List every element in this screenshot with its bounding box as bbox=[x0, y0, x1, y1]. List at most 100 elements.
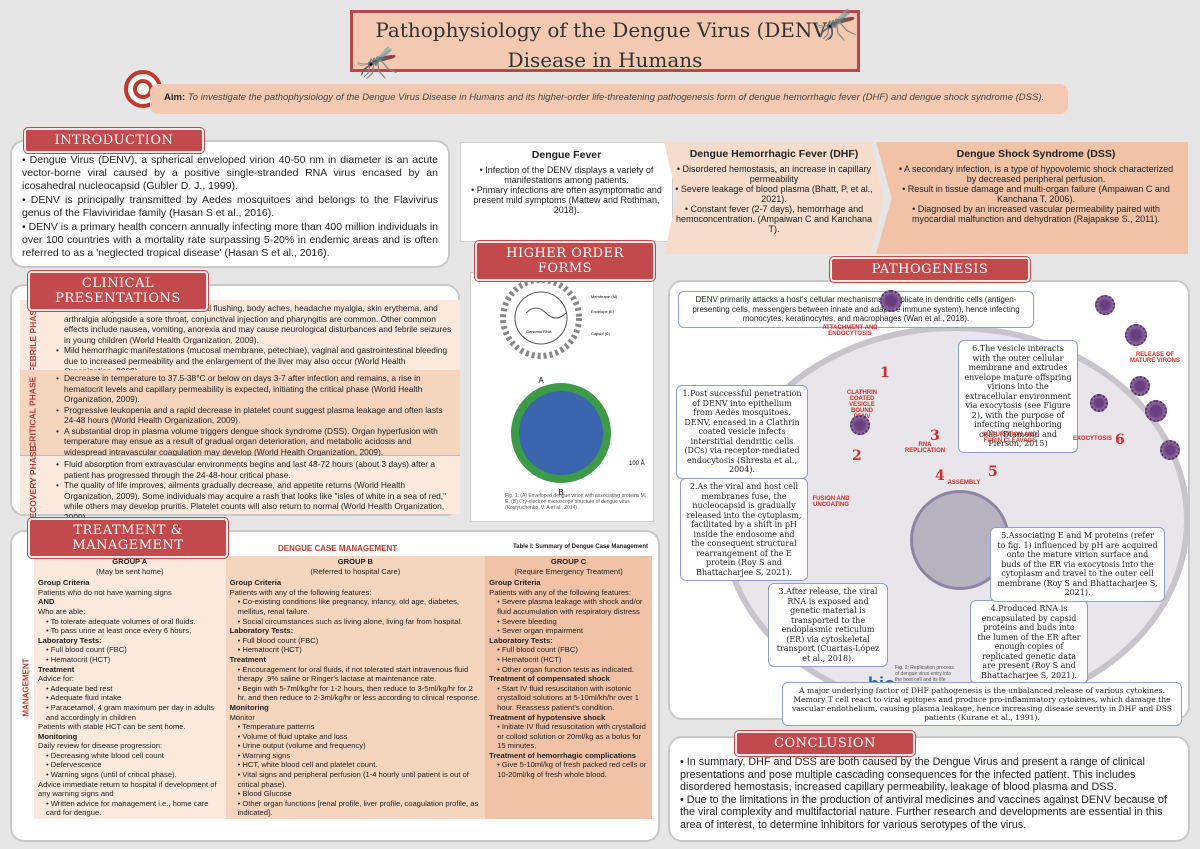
management-line: Treatment bbox=[229, 654, 266, 664]
fever-item: • Infection of the DENV displays a varie… bbox=[479, 165, 654, 185]
management-line: • Hematocrit (HCT) bbox=[46, 654, 111, 664]
management-line: • Warning signs bbox=[237, 750, 291, 760]
pathogenesis-intro: DENV primarily attacks a host's cellular… bbox=[678, 291, 1034, 328]
intro-bullet: • DENV is principally transmitted by Aed… bbox=[22, 194, 439, 219]
management-line: Patients with any of the following featu… bbox=[489, 587, 631, 597]
step-4-box: 4.Produced RNA is encapsulated by capsid… bbox=[970, 600, 1088, 684]
svg-text:Capsid (C): Capsid (C) bbox=[591, 331, 611, 336]
management-line: • Sever organ impairment bbox=[497, 626, 583, 636]
management-line: Advice immediate return to hospital if d… bbox=[38, 779, 217, 799]
aim-text: To investigate the pathophysiology of th… bbox=[187, 92, 1045, 103]
conclusion-bullet: • In summary, DHF and DSS are both cause… bbox=[680, 756, 1145, 793]
pathogenesis-header: PATHOGENESIS bbox=[830, 257, 1030, 282]
management-line: Laboratory Tests: bbox=[229, 626, 294, 636]
introduction-header: INTRODUCTION bbox=[24, 128, 204, 153]
mosquito-icon: 🦟 bbox=[356, 43, 399, 81]
virus-figure: Membrane (M) Envelope (E) Genomic RNA Ca… bbox=[470, 272, 654, 522]
management-line: • Warning signs (until of critical phase… bbox=[46, 770, 177, 780]
management-line: Monitor bbox=[229, 712, 255, 722]
phase-item: The quality of life improves, ailments g… bbox=[56, 480, 456, 522]
phase-label: FEBRILE PHASE bbox=[27, 304, 38, 373]
management-line: Treatment of hypotensive shock bbox=[489, 712, 606, 722]
management-line: Patients with any of the following featu… bbox=[229, 587, 372, 597]
management-line: Who are able: bbox=[38, 606, 86, 616]
management-line: • Adequate bed rest bbox=[46, 683, 113, 693]
phase-label: RECOVERY PHASE bbox=[27, 445, 38, 525]
step-5-box: 5.Associating E and M proteins (refer to… bbox=[990, 527, 1165, 602]
management-line: Monitoring bbox=[229, 702, 269, 712]
figure1-caption: Fig. 1: (A) Enveloped dengue virion with… bbox=[505, 493, 647, 511]
management-line: Advice for: bbox=[38, 674, 74, 684]
svg-text:B: B bbox=[558, 488, 563, 497]
virion bbox=[1130, 376, 1150, 396]
management-line: Group Criteria bbox=[38, 578, 90, 588]
intro-bullet: • DENV is a primary health concern annua… bbox=[22, 221, 438, 259]
dhf-item: • Severe leakage of blood plasma (Bhatt,… bbox=[675, 184, 873, 204]
label-attachment: ATTACHMENT AND ENDOCYTOSIS bbox=[822, 325, 878, 337]
management-line: • To pass urine at least once every 6 ho… bbox=[46, 626, 192, 636]
management-side: MANAGEMENT bbox=[18, 556, 34, 819]
management-line: • Vital signs and peripheral perfusion (… bbox=[237, 770, 469, 789]
management-line: • Full blood count (FBC) bbox=[46, 645, 127, 655]
management-line: • Blood Glucose bbox=[237, 789, 292, 799]
management-line: • Start IV fluid resuscitation with isot… bbox=[497, 683, 639, 712]
phase-item: Fluid absorption from extravascular envi… bbox=[56, 459, 456, 480]
phase-item: Decrease in temperature to 37.5-38°C or … bbox=[56, 373, 456, 405]
label-rna: RNA REPLICATION bbox=[904, 442, 946, 454]
management-line: • HCT, white blood cell and platelet cou… bbox=[237, 760, 378, 770]
phase-item: A substantial drop in plasma volume trig… bbox=[56, 426, 456, 458]
virion bbox=[1095, 295, 1115, 315]
management-table: MANAGEMENT GROUP A(May be sent home) GRO… bbox=[18, 556, 652, 820]
dss-box: Dengue Shock Syndrome (DSS) • A secondar… bbox=[876, 142, 1188, 254]
management-line: • Hematocrit (HCT) bbox=[237, 645, 302, 655]
title-line-2: Disease in Humans bbox=[507, 48, 703, 72]
management-line: • Other organ function tests as indicate… bbox=[497, 664, 635, 674]
management-line: Laboratory Tests: bbox=[38, 635, 102, 645]
higher-order-header: HIGHER ORDER FORMS bbox=[475, 241, 655, 281]
management-line: Treatment of compensated shock bbox=[489, 674, 610, 684]
step-number-2: 2 bbox=[852, 448, 862, 464]
management-line: • Initiate IV fluid resuscitation with c… bbox=[497, 722, 646, 751]
virion bbox=[880, 290, 902, 312]
virion bbox=[1090, 394, 1108, 412]
management-line: • Hematocrit (HCT) bbox=[497, 654, 562, 664]
dhf-item: • Disordered hemostasis, an increase in … bbox=[676, 164, 872, 184]
recovery-phase: RECOVERY PHASE Fluid absorption from ext… bbox=[20, 446, 460, 524]
conclusion-header: CONCLUSION bbox=[735, 731, 915, 756]
dss-title: Dengue Shock Syndrome (DSS) bbox=[956, 148, 1116, 160]
management-line: • Written advice for management i.e., ho… bbox=[46, 798, 209, 818]
management-line: Group Criteria bbox=[489, 578, 541, 588]
management-line: Group Criteria bbox=[229, 578, 282, 588]
step-6-box: 6.The vesicle interacts with the outer c… bbox=[958, 340, 1078, 453]
management-line: • Paracetamol, 4 gram maximum per day in… bbox=[46, 702, 215, 722]
step-number-1: 1 bbox=[880, 365, 890, 381]
treatment-panel: DENGUE CASE MANAGEMENT Table I: Summary … bbox=[10, 530, 660, 842]
management-line: • Temperature patterns bbox=[237, 722, 315, 732]
conclusion-bullet: • Due to the limitations in the producti… bbox=[680, 793, 1167, 831]
management-line: Treatment bbox=[38, 664, 75, 674]
virion bbox=[1125, 324, 1147, 346]
mosquito-icon: 🦟 bbox=[815, 5, 858, 43]
critical-phase: CRITICAL PHASE Decrease in temperature t… bbox=[20, 370, 460, 458]
label-maturation: MATURATION AND FURIN CLEAVAGE bbox=[983, 432, 1037, 444]
management-line: • Decreasing white blood cell count bbox=[46, 750, 164, 760]
management-grid: GROUP A(May be sent home) GROUP B(Referr… bbox=[34, 556, 652, 820]
dss-item: • Result in tissue damage and multi-orga… bbox=[902, 184, 1170, 204]
dhf-item: • Constant fever (2-7 days), hemorrhage … bbox=[675, 204, 873, 234]
label-fusion: FUSION AND UNCOATING bbox=[812, 496, 850, 508]
management-line: • Full blood count (FBC) bbox=[237, 635, 319, 645]
dhf-title: Dengue Hemorrhagic Fever (DHF) bbox=[689, 148, 859, 160]
svg-text:Membrane (M): Membrane (M) bbox=[591, 294, 618, 299]
title-line-1: Pathophysiology of the Dengue Virus (DEN… bbox=[375, 18, 835, 42]
management-line: • Social circumstances such as living al… bbox=[237, 616, 463, 626]
management-line: Patients who do not have warning signs bbox=[38, 587, 172, 597]
management-line: Treatment of hemorrhagic complications bbox=[489, 750, 636, 760]
table-titlebar: DENGUE CASE MANAGEMENT Table I: Summary … bbox=[18, 544, 652, 556]
management-line: • Full blood count (FBC) bbox=[497, 645, 578, 655]
clinical-panel: FEBRILE PHASE Persistent high fever for … bbox=[10, 284, 460, 524]
svg-text:Genomic RNA: Genomic RNA bbox=[526, 329, 552, 334]
step-3-box: 3.After release, the viral RNA is expose… bbox=[768, 583, 888, 667]
aim-box: Aim: To investigate the pathophysiology … bbox=[150, 84, 1068, 114]
fever-item: • Primary infections are often asymptoma… bbox=[471, 185, 662, 215]
